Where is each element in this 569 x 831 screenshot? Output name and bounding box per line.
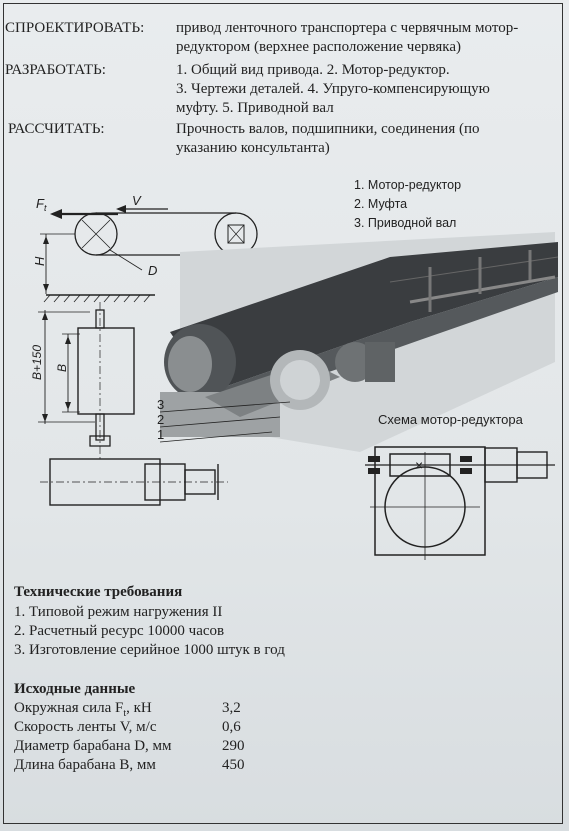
requirements-title: Технические требования — [14, 584, 183, 600]
drive-figure: 1. Мотор-редуктор 2. Муфта 3. Приводной … — [30, 178, 559, 560]
callout-3: 3 — [157, 397, 164, 412]
callout-2: 2 — [157, 412, 164, 427]
input-row-force-label: Окружная сила Ft, кН — [14, 700, 152, 719]
legend-item-2: 2. Муфта — [354, 197, 407, 211]
requirement-item-1: 1. Типовой режим нагружения II — [14, 604, 223, 620]
input-row-speed-label: Скорость ленты V, м/с — [14, 719, 157, 735]
design-value-line1: привод ленточного транспортера с червячн… — [176, 20, 519, 36]
develop-value-line3: муфту. 5. Приводной вал — [176, 100, 334, 116]
dim-b150: B+150 — [30, 345, 44, 380]
conveyor-photo — [160, 232, 559, 452]
height-label: H — [32, 256, 47, 266]
page-frame — [3, 3, 563, 824]
requirement-item-3: 3. Изготовление серийное 1000 штук в год — [14, 642, 285, 658]
input-row-length-value: 450 — [222, 757, 245, 773]
develop-label: РАЗРАБОТАТЬ: — [5, 62, 106, 78]
velocity-label: V — [132, 193, 142, 208]
input-row-diameter-value: 290 — [222, 738, 245, 754]
gearbox-scheme — [365, 446, 555, 560]
develop-value-line2: 3. Чертежи деталей. 4. Упруго-компенсиру… — [176, 81, 490, 97]
ground-hatch — [43, 294, 151, 303]
input-row-speed-value: 0,6 — [222, 719, 241, 735]
dim-b: B — [55, 364, 69, 372]
calc-value-line2: указанию консультанта) — [176, 140, 330, 156]
calc-label: РАССЧИТАТЬ: — [8, 121, 105, 137]
input-row-diameter-label: Диаметр барабана D, мм — [14, 738, 172, 754]
callout-1: 1 — [157, 427, 164, 442]
force-label: Ft — [36, 196, 47, 213]
design-label: СПРОЕКТИРОВАТЬ: — [5, 20, 145, 36]
input-row-force-value: 3,2 — [222, 700, 241, 716]
drive-general-view — [38, 302, 291, 506]
gearbox-scheme-title: Схема мотор-редуктора — [378, 412, 524, 427]
worm-mark: × — [415, 457, 423, 473]
requirement-item-2: 2. Расчетный ресурс 10000 часов — [14, 623, 225, 639]
input-row-length-label: Длина барабана B, мм — [14, 757, 156, 773]
legend-item-3: 3. Приводной вал — [354, 216, 456, 230]
diameter-label: D — [148, 263, 157, 278]
input-data-title: Исходные данные — [14, 681, 136, 697]
develop-value-line1: 1. Общий вид привода. 2. Мотор-редуктор. — [176, 62, 450, 78]
calc-value-line1: Прочность валов, подшипники, соединения … — [176, 121, 480, 137]
legend-item-1: 1. Мотор-редуктор — [354, 178, 461, 192]
design-value-line2: редуктором (верхнее расположение червяка… — [176, 39, 461, 55]
conveyor-schematic — [40, 205, 258, 296]
